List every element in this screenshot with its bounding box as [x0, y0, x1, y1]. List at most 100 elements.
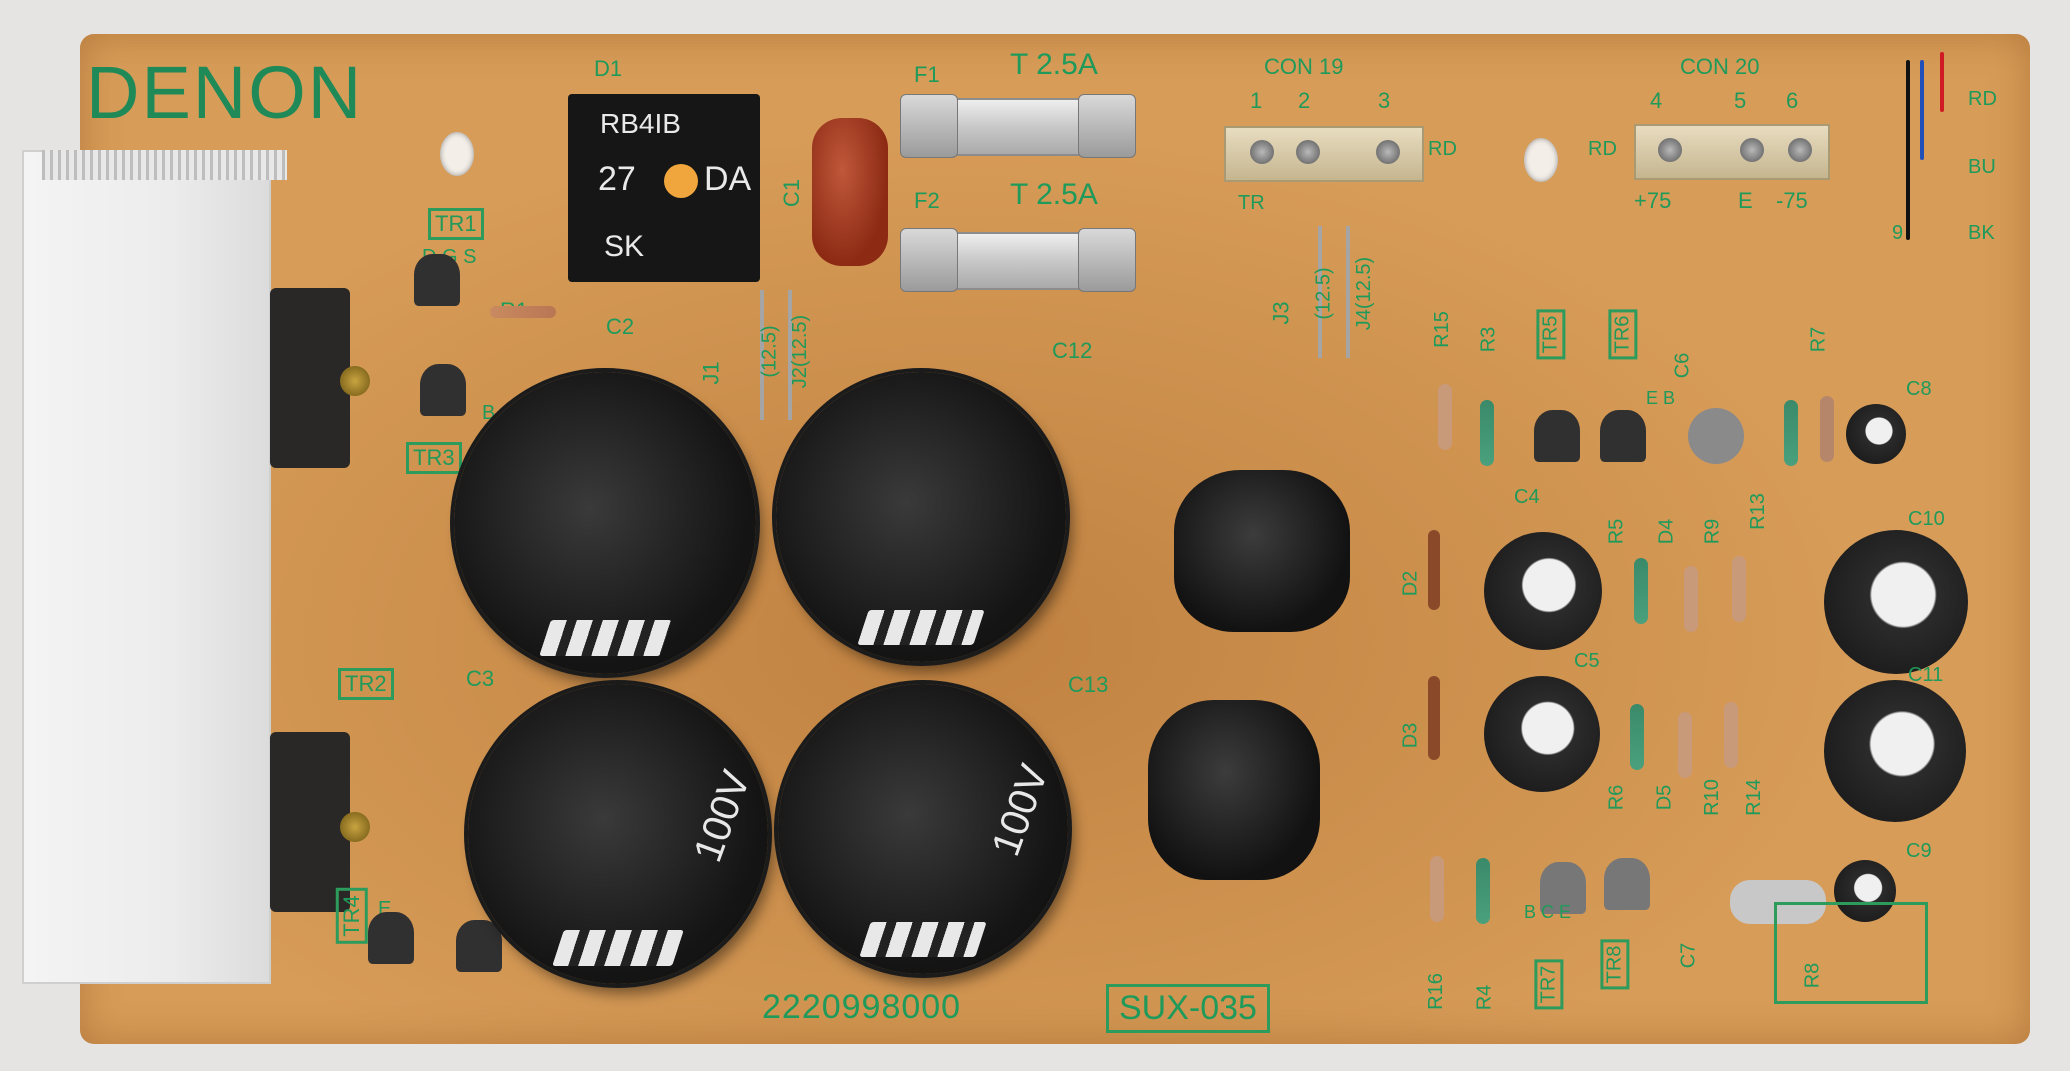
wire-label-bk: BK — [1968, 222, 1995, 244]
jumper-j2 — [788, 290, 792, 420]
bridge-text-line2-left: 27 — [598, 160, 636, 198]
pin-label-b: B — [482, 402, 496, 424]
connector-pin — [1658, 138, 1682, 162]
resistor — [1678, 712, 1692, 778]
part-number: 2220998000 — [762, 988, 962, 1026]
transistor-tr7 — [1540, 862, 1586, 914]
transistor-tr5 — [1534, 410, 1580, 462]
c1-label: C1 — [779, 178, 805, 208]
wire-pin-9: 9 — [1892, 222, 1904, 244]
r13-label: R13 — [1746, 493, 1769, 530]
con20-label: CON 20 — [1680, 54, 1760, 79]
resistor — [1724, 702, 1738, 768]
j4-label: J4(12.5) — [1353, 256, 1376, 331]
connector-pin — [1296, 140, 1320, 164]
screw — [340, 812, 370, 842]
pin-label-eb: E B — [1646, 388, 1676, 408]
wire-label-rd: RD — [1968, 88, 1997, 110]
transistor — [414, 254, 460, 306]
tr3-label: TR3 — [406, 442, 462, 474]
con20-pin5: 5 — [1734, 88, 1747, 113]
r9-label: R9 — [1701, 518, 1724, 545]
f1-label: F1 — [914, 62, 940, 87]
screw — [340, 366, 370, 396]
fuse-f2 — [900, 228, 1136, 292]
tr8-label: TR8 — [1600, 939, 1630, 990]
fuse-f1 — [900, 94, 1136, 158]
transistor-tr8 — [1604, 858, 1650, 910]
choke-top — [1174, 470, 1350, 632]
empty-footprint — [1774, 902, 1928, 1004]
capacitor-c12 — [776, 372, 1066, 662]
capacitor-stripe — [857, 609, 985, 645]
con20-minus75: -75 — [1776, 188, 1808, 213]
c11-label: C11 — [1908, 664, 1944, 686]
c3-rating: 100V — [685, 764, 759, 868]
tr4-label: TR4 — [335, 888, 368, 944]
c2-label: C2 — [606, 314, 635, 339]
r15-label: R15 — [1430, 311, 1453, 348]
capacitor-c2 — [454, 372, 756, 674]
bridge-text-line2-right: DA — [704, 160, 752, 198]
bridge-rectifier: RB4IB 27 DA SK — [568, 94, 760, 282]
con20-rd-label: RD — [1588, 138, 1617, 160]
f2-label: F2 — [914, 188, 940, 213]
c7-label: C7 — [1677, 942, 1700, 969]
r5-label: R5 — [1605, 518, 1628, 545]
connector-pin — [1250, 140, 1274, 164]
tr7-label: TR7 — [1534, 959, 1564, 1010]
capacitor-c11 — [1824, 680, 1966, 822]
j3-value: (12.5) — [1312, 267, 1335, 320]
resistor — [1438, 384, 1452, 450]
capacitor-stripe — [538, 619, 672, 656]
capacitor-c13: 100V — [778, 684, 1068, 974]
resistor — [1476, 858, 1490, 924]
f1-rating: T 2.5A — [1010, 48, 1098, 81]
choke-bottom — [1148, 700, 1320, 880]
capacitor-c10 — [1824, 530, 1968, 674]
con20-pin6: 6 — [1786, 88, 1799, 113]
wire-red — [1940, 52, 1944, 112]
resistor — [1430, 856, 1444, 922]
tr2-label: TR2 — [338, 668, 394, 700]
connector-con20 — [1634, 124, 1830, 180]
capacitor-c6 — [1688, 408, 1744, 464]
con19-rd-label: RD — [1428, 138, 1457, 160]
c12-label: C12 — [1052, 338, 1093, 363]
heatsink-fins — [42, 150, 287, 180]
transistor-tr6 — [1600, 410, 1646, 462]
d5-label: D5 — [1653, 784, 1676, 811]
diode-d3 — [1428, 676, 1440, 760]
resistor — [1634, 558, 1648, 624]
jumper-j1 — [760, 290, 764, 420]
c5-label: C5 — [1574, 650, 1600, 672]
bridge-text-line1: RB4IB — [600, 108, 681, 139]
bridge-orange-dot — [664, 164, 698, 198]
resistor — [1480, 400, 1494, 466]
resistor — [490, 306, 556, 318]
con20-e: E — [1738, 188, 1753, 213]
pin-label-bce: B C E — [1524, 902, 1572, 922]
r16-label: R16 — [1424, 973, 1447, 1010]
con20-plus75: +75 — [1634, 188, 1672, 213]
con20-pin4: 4 — [1650, 88, 1663, 113]
d3-label: D3 — [1399, 722, 1422, 749]
c9-label: C9 — [1906, 840, 1932, 862]
tr5-label: TR5 — [1536, 309, 1566, 360]
tr6-label: TR6 — [1608, 309, 1638, 360]
j1-label: J1 — [698, 361, 724, 385]
capacitor-stripe — [859, 921, 987, 957]
diode-d2 — [1428, 530, 1440, 610]
transistor — [368, 912, 414, 964]
model-number: SUX-035 — [1106, 984, 1270, 1033]
capacitor-c8 — [1846, 404, 1906, 464]
c13-label: C13 — [1068, 672, 1109, 697]
r3-label: R3 — [1477, 326, 1500, 353]
brand-logo: DENON — [86, 51, 364, 134]
c13-rating: 100V — [983, 758, 1057, 862]
resistor — [1820, 396, 1834, 462]
d4-label: D4 — [1655, 518, 1678, 545]
d2-label: D2 — [1399, 570, 1422, 597]
capacitor-stripe — [552, 930, 684, 966]
jumper-j3 — [1318, 226, 1322, 358]
